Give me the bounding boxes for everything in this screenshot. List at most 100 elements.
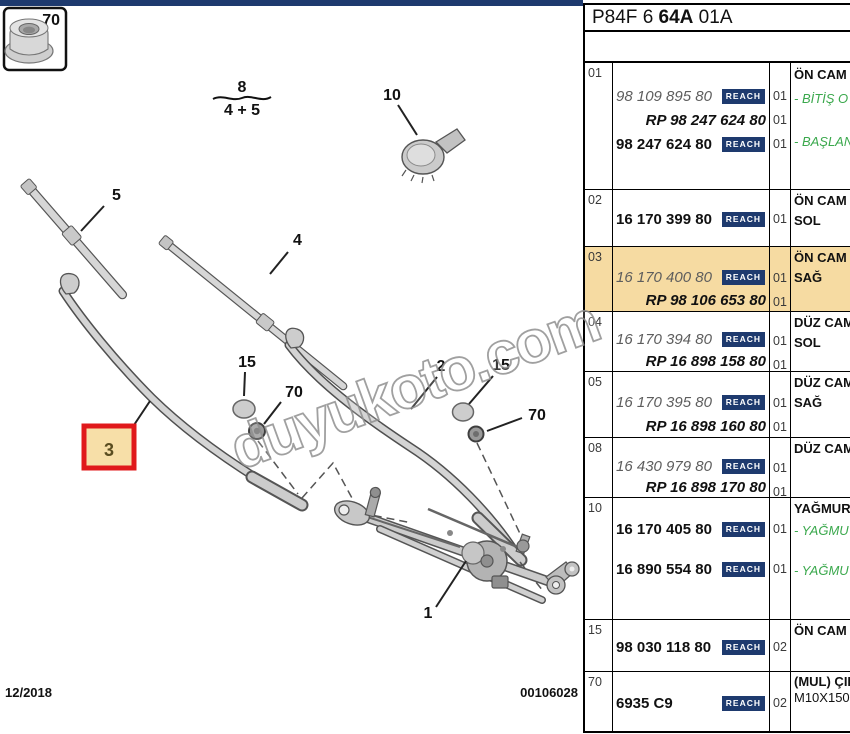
- top-accent-bar: [0, 0, 583, 6]
- qty-value: 01: [773, 461, 787, 475]
- guide-dash-mid: [360, 512, 413, 524]
- description-line: - YAĞMU: [794, 563, 849, 578]
- part-number-cell: 6935 C9 REACH: [613, 672, 770, 731]
- fraction-callout: 8 4 + 5: [212, 79, 272, 119]
- qty-value: 02: [773, 640, 787, 654]
- part-3-label[interactable]: 3: [104, 440, 114, 460]
- table-rows: 01 98 109 895 80 REACH RP 98 247 624 80 98 2…: [585, 63, 850, 731]
- reach-badge[interactable]: REACH: [721, 136, 765, 152]
- row-item-number: 70: [585, 672, 613, 731]
- part-1-label[interactable]: 1: [424, 605, 433, 622]
- reach-badge[interactable]: REACH: [721, 561, 765, 577]
- reach-badge[interactable]: REACH: [721, 695, 765, 711]
- row-item-number: 10: [585, 498, 613, 619]
- qty-value: 01: [773, 271, 787, 285]
- part-line: 98 247 624 80 REACH: [613, 133, 769, 155]
- fraction-top-label[interactable]: 8: [238, 79, 247, 96]
- reach-badge[interactable]: REACH: [721, 88, 765, 104]
- guide-dash-right: [476, 442, 524, 541]
- part-number[interactable]: RP 98 106 653 80: [645, 292, 766, 309]
- row-item-number: 08: [585, 438, 613, 497]
- description-line: (MUL) ÇIK: [794, 674, 850, 689]
- part-number-cell: 16 170 400 80 REACH RP 98 106 653 80: [613, 247, 770, 311]
- qty-value: 01: [773, 522, 787, 536]
- part-2-label[interactable]: 2: [437, 358, 446, 375]
- part-number[interactable]: 98 247 624 80: [616, 135, 712, 153]
- part-number[interactable]: 16 170 405 80: [616, 520, 712, 538]
- part-line: RP 16 898 170 80: [613, 478, 769, 497]
- cap-15-right: 15: [451, 357, 510, 422]
- part-number[interactable]: RP 16 898 160 80: [645, 417, 766, 435]
- part-number[interactable]: 16 170 395 80: [616, 394, 712, 412]
- part-line: RP 98 106 653 80: [613, 290, 769, 311]
- part-4-label[interactable]: 4: [293, 232, 302, 249]
- part-number[interactable]: RP 16 898 170 80: [645, 479, 766, 496]
- part-number[interactable]: RP 98 247 624 80: [645, 111, 766, 129]
- part-number-cell: 98 030 118 80 REACH: [613, 620, 770, 671]
- qty-value: 01: [773, 212, 787, 226]
- rain-sensor-part: 10: [383, 87, 466, 184]
- qty-value: 01: [773, 334, 787, 348]
- part-15-right-label[interactable]: 15: [492, 357, 510, 374]
- description-line: - BAŞLAN: [794, 134, 850, 149]
- part-3-selected-callout[interactable]: 3: [81, 400, 151, 471]
- qty-value: 01: [773, 358, 787, 372]
- cap-15-left: 15: [232, 354, 256, 419]
- part-number[interactable]: 16 170 394 80: [616, 331, 712, 349]
- part-number[interactable]: 16 170 399 80: [616, 210, 712, 228]
- wiper-blade-5: 5: [20, 178, 128, 300]
- description-line: DÜZ CAM: [794, 315, 850, 330]
- reach-badge[interactable]: REACH: [721, 270, 765, 285]
- part-line: 16 170 405 80 REACH: [613, 518, 769, 540]
- reach-badge[interactable]: REACH: [721, 521, 765, 537]
- description-cell: ÖN CAM: [791, 620, 850, 671]
- description-line: ÖN CAM: [794, 193, 847, 208]
- part-number[interactable]: 16 170 400 80: [616, 269, 712, 286]
- fraction-bottom-label[interactable]: 4 + 5: [224, 102, 260, 119]
- reach-badge[interactable]: REACH: [721, 211, 765, 227]
- page-code-prefix: P84F 6: [592, 6, 659, 28]
- part-70-right-label[interactable]: 70: [528, 407, 546, 424]
- reach-badge[interactable]: REACH: [721, 395, 765, 411]
- part-5-label[interactable]: 5: [112, 187, 121, 204]
- reach-badge[interactable]: REACH: [721, 639, 765, 655]
- reach-badge[interactable]: REACH: [721, 332, 765, 348]
- part-number[interactable]: 16 430 979 80: [616, 458, 712, 475]
- part-line: RP 16 898 160 80: [613, 416, 769, 438]
- part-number[interactable]: 16 890 554 80: [616, 560, 712, 578]
- part-10-label[interactable]: 10: [383, 87, 401, 104]
- nut-70-right: 70: [467, 407, 546, 443]
- quantity-cell: 02: [770, 620, 791, 671]
- part-number[interactable]: 98 030 118 80: [616, 638, 712, 656]
- part-number[interactable]: 6935 C9: [616, 694, 673, 712]
- description-line: ÖN CAM: [794, 623, 847, 638]
- description-line: - YAĞMU: [794, 523, 849, 538]
- row-item-number: 03: [585, 247, 613, 311]
- description-line: - BİTİŞ O: [794, 91, 849, 106]
- part-line: 16 170 400 80 REACH: [613, 267, 769, 288]
- part-number[interactable]: 98 109 895 80: [616, 87, 712, 105]
- wiper-arm-3: [58, 272, 309, 512]
- description-line: DÜZ CAM: [794, 375, 850, 390]
- part-15-left-label[interactable]: 15: [238, 354, 256, 371]
- part-number-cell: 16 170 405 80 REACH 16 890 554 80 REACH: [613, 498, 770, 619]
- part-number[interactable]: RP 16 898 158 80: [645, 352, 766, 370]
- empty-header-strip: [585, 32, 850, 63]
- part-number-cell: 16 170 399 80 REACH: [613, 190, 770, 246]
- wiper-linkage-assembly: [333, 486, 580, 604]
- reach-badge[interactable]: REACH: [721, 459, 765, 474]
- part-70-left-label[interactable]: 70: [285, 384, 303, 401]
